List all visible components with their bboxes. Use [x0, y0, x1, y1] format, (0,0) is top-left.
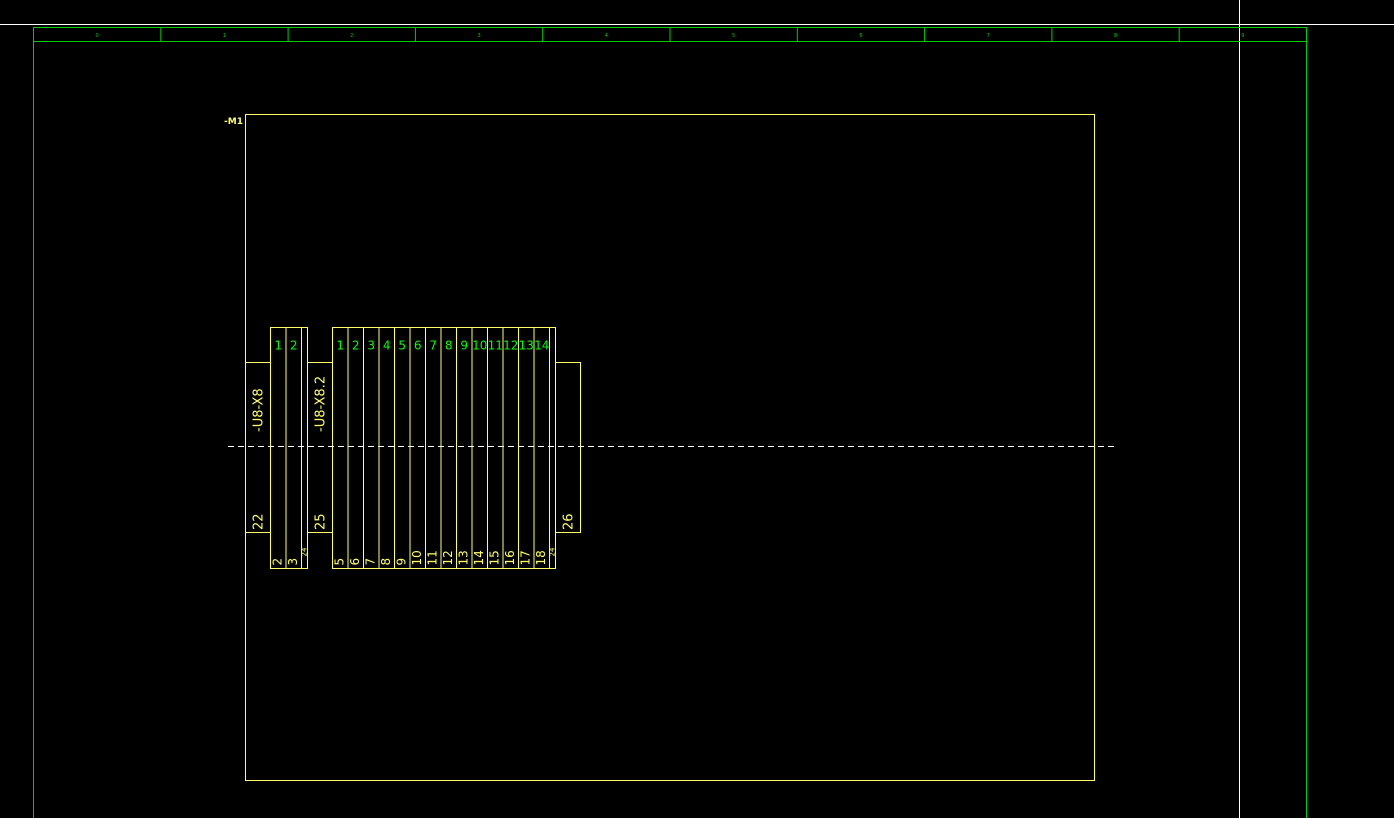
ruler-label: 2	[350, 33, 353, 39]
ruler-label: 1	[223, 33, 226, 39]
strip-end-number: 22	[252, 513, 267, 530]
terminal-bottom-number: 6	[348, 558, 362, 566]
terminal-bottom-number: 2	[271, 558, 285, 566]
terminal-bottom-number: 16	[503, 550, 517, 565]
terminal-bottom-number: 3	[286, 558, 300, 566]
terminal-top-number: 2	[352, 339, 360, 353]
terminal-top-number: 6	[414, 339, 422, 353]
terminal-top-number: 13	[519, 339, 534, 353]
column-ruler: 0 1 2 3 4 5 6 7 8 9	[96, 27, 1244, 42]
ruler-label: 7	[987, 33, 990, 39]
terminal-top-number: 1	[336, 339, 344, 353]
end-block[interactable]	[555, 362, 581, 533]
terminal-top-number: 11	[488, 339, 503, 353]
enclosure-outline[interactable]	[245, 114, 1095, 781]
terminal-top-number: 10	[472, 339, 487, 353]
terminal-bottom-number: 15	[488, 550, 502, 565]
terminal-bottom-number: 17	[519, 550, 533, 565]
terminal-bottom-number: 10	[410, 550, 424, 565]
terminal-block[interactable]	[332, 327, 556, 569]
terminal-bottom-number: 7	[364, 558, 378, 566]
ruler-label: 8	[1114, 33, 1117, 39]
strip-label-box[interactable]	[245, 362, 271, 533]
terminal-top-number: 8	[445, 339, 453, 353]
end-block-number: 26	[562, 513, 577, 530]
terminal-top-number: 14	[534, 339, 549, 353]
ruler-label: 6	[859, 33, 862, 39]
terminal-bottom-number: 18	[534, 550, 548, 565]
terminal-top-number: 3	[367, 339, 375, 353]
ruler-label: 4	[605, 33, 608, 39]
drawing-frame	[33, 27, 1307, 818]
terminal-top-number: 4	[383, 339, 391, 353]
ruler-label: 9	[1241, 33, 1244, 39]
ruler-label: 3	[477, 33, 480, 39]
strip-label: -U8-X8	[252, 388, 267, 432]
frame-border	[33, 27, 1307, 818]
device-tag: -M1	[224, 117, 243, 127]
strip-label: -U8-X8.2	[314, 376, 329, 432]
terminal-top-number: 1	[274, 339, 282, 353]
terminal-bottom-number: 13	[457, 550, 471, 565]
terminal-top-number: 7	[429, 339, 437, 353]
terminal-top-number: 2	[290, 339, 298, 353]
terminal-top-number: 9	[460, 339, 468, 353]
strip-end-number: 25	[314, 513, 329, 530]
terminal-bottom-number: 11	[426, 550, 440, 565]
terminal-top-number: 12	[503, 339, 518, 353]
terminal-bottom-number: 8	[379, 558, 393, 566]
ruler-label: 5	[732, 33, 735, 39]
terminal-end-stub-number: 24	[301, 547, 309, 556]
terminal-end-stub-number: 24	[549, 547, 557, 556]
terminal-bottom-number: 12	[441, 550, 455, 565]
terminal-bottom-number: 14	[472, 550, 486, 565]
terminal-top-number: 5	[398, 339, 406, 353]
ruler-label: 0	[96, 33, 99, 39]
terminal-bottom-number: 9	[395, 558, 409, 566]
terminal-bottom-number: 5	[333, 558, 347, 566]
